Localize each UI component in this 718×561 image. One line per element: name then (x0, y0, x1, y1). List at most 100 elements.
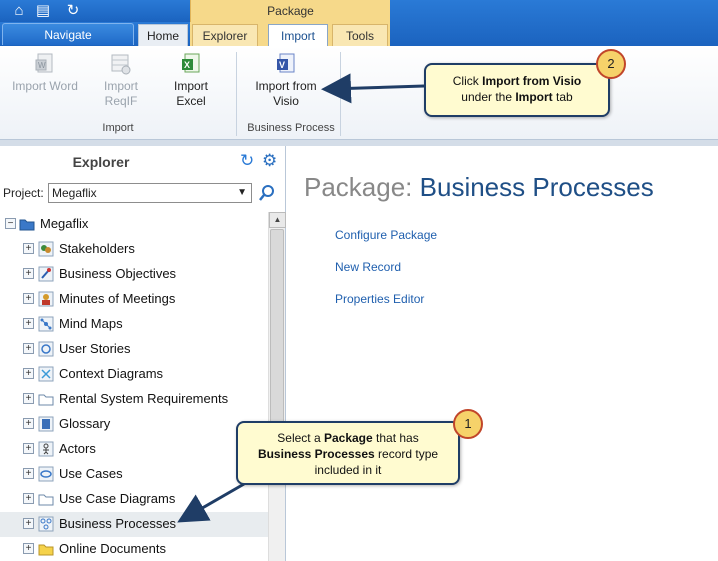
glossary-icon (38, 416, 54, 432)
import-from-visio-label: Import from Visio (255, 79, 317, 108)
visio-icon: V (274, 52, 298, 76)
callout-text: Click (452, 74, 483, 88)
expand-icon[interactable]: + (23, 343, 34, 354)
tree-item-label: Glossary (59, 416, 111, 431)
callout-bold: Package (323, 431, 373, 445)
tree-item-mind-maps[interactable]: + Mind Maps (0, 312, 268, 337)
expand-icon[interactable]: + (23, 268, 34, 279)
project-label: Project: (3, 186, 44, 200)
tab-explorer[interactable]: Explorer (192, 24, 258, 46)
tree-root-label: Megaflix (40, 216, 89, 231)
chevron-down-icon: ▼ (237, 187, 247, 198)
step-badge-2: 2 (596, 49, 626, 79)
search-icon[interactable] (258, 184, 276, 202)
expand-icon[interactable]: + (23, 418, 34, 429)
expand-icon[interactable]: + (23, 443, 34, 454)
callout-step-1: Select a Package that has Business Proce… (236, 421, 460, 485)
tab-import[interactable]: Import (268, 24, 328, 46)
group-label-business-process: Business Process (247, 122, 335, 134)
tree-scrollbar[interactable]: ▲ (268, 212, 286, 561)
content-panel: Package: Business Processes Configure Pa… (290, 146, 718, 561)
tree-item-label: Business Objectives (59, 266, 177, 281)
scroll-up-icon[interactable]: ▲ (269, 212, 286, 228)
properties-editor-link[interactable]: Properties Editor (335, 292, 425, 306)
explorer-panel: Explorer ↻ ⚙ Project: Megaflix ▼ − Megaf… (0, 146, 286, 561)
refresh-icon[interactable]: ↻ (240, 151, 255, 170)
tree-item-business-processes[interactable]: + Business Processes (0, 512, 268, 537)
reqif-icon (109, 52, 133, 76)
import-from-visio-button[interactable]: V Import from Visio (244, 52, 328, 109)
callout-text: included in it (314, 463, 382, 477)
expand-icon[interactable]: + (23, 243, 34, 254)
import-reqif-button[interactable]: Import ReqIF (90, 52, 152, 109)
configure-package-link[interactable]: Configure Package (335, 228, 438, 242)
tab-tools[interactable]: Tools (332, 24, 388, 46)
tree-item-label: Mind Maps (59, 316, 123, 331)
project-select-value: Megaflix (52, 186, 97, 200)
expand-icon[interactable]: + (23, 493, 34, 504)
expand-icon[interactable]: + (23, 543, 34, 554)
excel-icon: X (179, 52, 203, 76)
import-word-button[interactable]: W Import Word (8, 52, 82, 94)
expand-icon[interactable]: + (23, 468, 34, 479)
tree-item-label: Minutes of Meetings (59, 291, 176, 306)
callout-text: tab (552, 90, 573, 104)
import-excel-button[interactable]: X Import Excel (160, 52, 222, 109)
page-title-prefix: Package: (304, 172, 420, 202)
tree-item-rental-system-requirements[interactable]: + Rental System Requirements (0, 387, 268, 412)
step-badge-1: 1 (453, 409, 483, 439)
folder-blue-icon (19, 216, 35, 232)
tree-item-stakeholders[interactable]: + Stakeholders (0, 237, 268, 262)
top-bar-fill (390, 0, 718, 46)
objectives-icon (38, 266, 54, 282)
page-title-name: Business Processes (419, 172, 654, 202)
tab-home[interactable]: Home (138, 24, 188, 46)
gear-icon[interactable]: ⚙ (262, 151, 278, 170)
tree-item-label: Stakeholders (59, 241, 135, 256)
package-context-header: Package (190, 0, 390, 22)
explorer-title: Explorer (72, 154, 130, 170)
expand-icon[interactable]: + (23, 318, 34, 329)
tree-root[interactable]: − Megaflix (0, 212, 268, 237)
callout-step-2: Click Import from Visio under the Import… (424, 63, 610, 117)
scroll-thumb[interactable] (270, 229, 284, 429)
mindmap-icon (38, 316, 54, 332)
tree-item-label: Use Cases (59, 466, 123, 481)
tree-item-label: Rental System Requirements (59, 391, 229, 406)
expand-icon[interactable]: + (23, 518, 34, 529)
expand-icon[interactable]: + (23, 368, 34, 379)
tree-item-business-objectives[interactable]: + Business Objectives (0, 262, 268, 287)
folder-icon (38, 391, 54, 407)
tab-navigate[interactable]: Navigate (2, 23, 134, 45)
tree-item-minutes-of-meetings[interactable]: + Minutes of Meetings (0, 287, 268, 312)
document-icon[interactable]: ▤ (35, 2, 51, 19)
callout-bold: Import (515, 90, 553, 104)
group-label-import: Import (102, 122, 134, 134)
tree-item-label: Actors (59, 441, 96, 456)
tree-item-glossary[interactable]: + Glossary (0, 412, 268, 437)
callout-text: Select a (277, 431, 324, 445)
user-stories-icon (38, 341, 54, 357)
callout-bold: Import from Visio (482, 74, 582, 88)
expand-icon[interactable]: + (23, 293, 34, 304)
meetings-icon (38, 291, 54, 307)
tree-item-actors[interactable]: + Actors (0, 437, 268, 462)
explorer-tree: − Megaflix + Stakeholders + Business Obj… (0, 212, 268, 561)
refresh-icon[interactable]: ↻ (66, 2, 80, 19)
tree-item-online-documents[interactable]: + Online Documents (0, 537, 268, 561)
business-process-icon (38, 516, 54, 532)
tree-item-use-case-diagrams[interactable]: + Use Case Diagrams (0, 487, 268, 512)
tree-item-context-diagrams[interactable]: + Context Diagrams (0, 362, 268, 387)
new-record-link[interactable]: New Record (335, 260, 402, 274)
tree-item-user-stories[interactable]: + User Stories (0, 337, 268, 362)
project-select[interactable]: Megaflix ▼ (48, 183, 252, 203)
quick-access-toolbar: ⌂ ▤ ↻ (0, 0, 190, 22)
stakeholders-icon (38, 241, 54, 257)
expand-icon[interactable]: + (23, 393, 34, 404)
svg-text:V: V (279, 60, 285, 70)
callout-bold: Business Processes (257, 447, 375, 461)
collapse-icon[interactable]: − (5, 218, 16, 229)
tree-item-use-cases[interactable]: + Use Cases (0, 462, 268, 487)
home-icon[interactable]: ⌂ (14, 2, 24, 19)
svg-text:X: X (184, 60, 190, 70)
